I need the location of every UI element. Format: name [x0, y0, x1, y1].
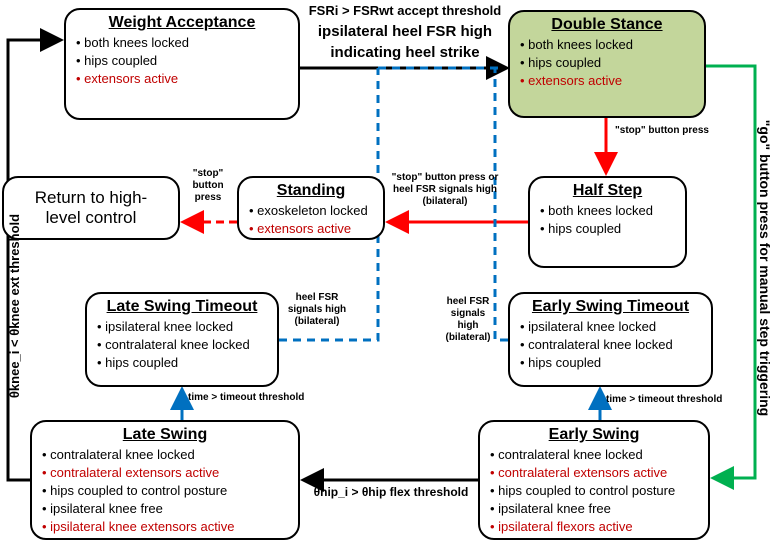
state-late-swing: Late Swing • contralateral knee locked •…	[30, 420, 300, 540]
state-item: • hips coupled	[97, 355, 179, 370]
state-item: • hips coupled	[520, 55, 602, 70]
state-title: Half Step	[572, 182, 643, 199]
state-item: • both knees locked	[76, 35, 189, 50]
label-line: FSRi > FSRwt accept threshold	[308, 3, 502, 18]
state-title: Standing	[276, 182, 346, 199]
state-item: • hips coupled to control posture	[490, 483, 676, 498]
label-line: indicating heel strike	[330, 44, 480, 61]
arrow-lst-wa	[279, 68, 380, 342]
state-title: Early Swing	[548, 426, 640, 443]
state-title: Early Swing Timeout	[531, 298, 690, 315]
label-heel-early: heel FSR signals high (bilateral)	[445, 296, 491, 343]
state-item: • hips coupled to control posture	[42, 483, 228, 498]
state-item: • ipsilateral knee locked	[520, 319, 657, 334]
label-knee-ext: θknee_i < θknee ext threshold	[7, 213, 22, 399]
state-item: • contralateral extensors active	[42, 465, 220, 480]
state-item: • exoskeleton locked	[249, 203, 368, 218]
label-hip-flex: θhip_i > θhip flex threshold	[313, 485, 469, 499]
state-early-swing-timeout: Early Swing Timeout • ipsilateral knee l…	[508, 292, 713, 387]
label-go: "go" button press for manual step trigge…	[757, 119, 773, 417]
state-title: Weight Acceptance	[108, 14, 256, 31]
state-item: • ipsilateral knee extensors active	[42, 519, 235, 534]
state-item: • hips coupled	[76, 53, 158, 68]
state-item: • hips coupled	[540, 221, 622, 236]
state-item: • extensors active	[520, 73, 623, 88]
label-heel-strike: FSRi > FSRwt accept threshold ipsilatera…	[300, 0, 510, 63]
state-item: • both knees locked	[520, 37, 633, 52]
state-item: • extensors active	[76, 71, 179, 86]
state-item: • contralateral knee locked	[520, 337, 673, 352]
state-item: • ipsilateral knee free	[490, 501, 611, 516]
label-stop-half: "stop" button press	[615, 125, 709, 136]
arrow-go	[706, 64, 757, 490]
state-item: • both knees locked	[540, 203, 653, 218]
label-timeout-late: time > timeout threshold	[188, 392, 305, 403]
state-title: Late Swing Timeout	[106, 298, 258, 315]
state-item: • contralateral knee locked	[490, 447, 643, 462]
arrow-ls-wa	[6, 28, 64, 482]
label-heel-late: heel FSR signals high (bilateral)	[287, 292, 347, 327]
state-item: • contralateral extensors active	[490, 465, 668, 480]
label-stop-return: "stop" button press	[192, 168, 224, 203]
state-early-swing: Early Swing • contralateral knee locked …	[478, 420, 710, 540]
state-item: • extensors active	[249, 221, 352, 236]
state-standing: Standing • exoskeleton locked • extensor…	[237, 176, 385, 240]
state-title: Late Swing	[122, 426, 208, 443]
state-title: Double Stance	[551, 16, 663, 33]
state-late-swing-timeout: Late Swing Timeout • ipsilateral knee lo…	[85, 292, 279, 387]
state-return: Return to high-level control	[2, 176, 180, 240]
state-title: Return to high-level control	[34, 188, 148, 227]
label-timeout-early: time > timeout threshold	[606, 394, 723, 405]
state-item: • contralateral knee locked	[97, 337, 250, 352]
label-stop-standing: "stop" button press or heel FSR signals …	[391, 172, 499, 207]
state-half-step: Half Step • both knees locked • hips cou…	[528, 176, 687, 268]
state-double-stance: Double Stance • both knees locked • hips…	[508, 10, 706, 118]
state-item: • hips coupled	[520, 355, 602, 370]
label-line: ipsilateral heel FSR high	[317, 23, 493, 40]
arrow-est-wa	[493, 68, 508, 342]
state-item: • contralateral knee locked	[42, 447, 195, 462]
state-item: • ipsilateral knee locked	[97, 319, 234, 334]
state-item: • ipsilateral flexors active	[490, 519, 633, 534]
state-weight-acceptance: Weight Acceptance • both knees locked • …	[64, 8, 300, 120]
state-item: • ipsilateral knee free	[42, 501, 163, 516]
